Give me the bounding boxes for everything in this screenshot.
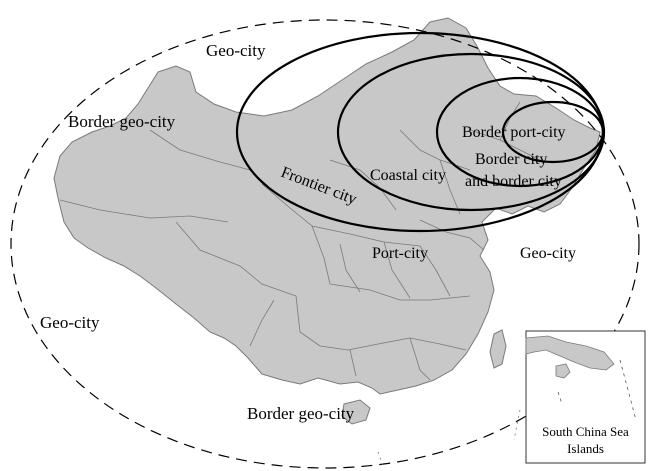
- border-port-city-ring: [501, 100, 605, 164]
- label-border-geo-city-south: Border geo-city: [247, 404, 355, 423]
- hainan-island: [341, 399, 371, 425]
- inset-title-line1: South China Sea: [542, 424, 629, 439]
- label-geo-city-east: Geo-city: [520, 245, 576, 262]
- coastal-island-dashes: [377, 409, 521, 469]
- geo-city-outer-ring: [10, 19, 640, 469]
- label-coastal-city: Coastal city: [370, 167, 446, 184]
- province-boundaries: [59, 101, 541, 381]
- label-border-port-city: Border port-city: [462, 124, 566, 141]
- label-border-city: Border city: [475, 151, 547, 168]
- label-geo-city-top: Geo-city: [206, 41, 266, 60]
- label-and-border-city: and border city: [465, 173, 562, 190]
- inset-title-line2: Islands: [567, 441, 604, 456]
- south-china-sea-inset: South China Sea Islands: [525, 330, 646, 464]
- taiwan-island: [489, 329, 507, 369]
- inset-island: [555, 363, 571, 379]
- inset-coastline: [525, 335, 615, 371]
- label-border-geo-city-northwest: Border geo-city: [68, 112, 176, 131]
- label-port-city: Port-city: [372, 245, 428, 262]
- label-geo-city-west: Geo-city: [40, 313, 100, 332]
